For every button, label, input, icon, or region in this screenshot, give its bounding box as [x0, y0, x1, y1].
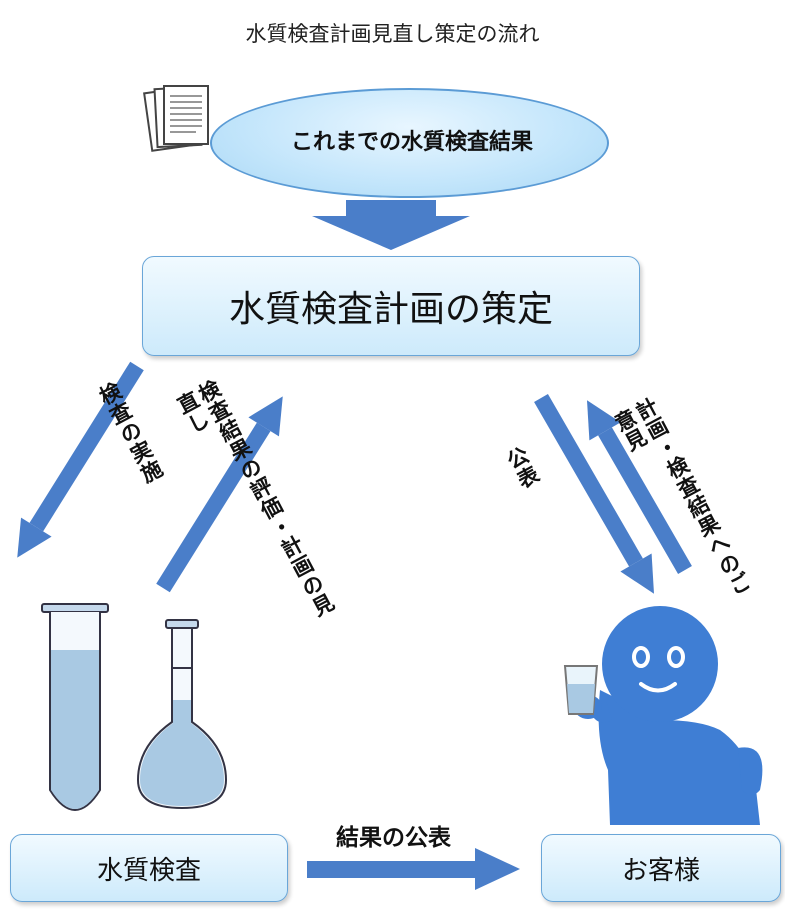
documents-icon — [143, 85, 209, 152]
down-arrow — [312, 200, 470, 250]
water-test-label: 水質検査 — [96, 855, 201, 886]
past-results-label: これまでの水質検査結果 — [290, 130, 533, 155]
arrow-left-down — [17, 361, 144, 558]
arrow-bottom-right — [307, 848, 520, 890]
past-results-ellipse — [210, 88, 609, 198]
arrow-left-up — [156, 396, 283, 593]
bottom-arrow-label: 結果の公表 — [336, 825, 451, 851]
plan-box-label: 水質検査計画の策定 — [228, 289, 553, 330]
test-tube-icon — [41, 603, 109, 811]
customer-box: お客様 — [541, 834, 781, 902]
flask-icon — [136, 619, 228, 810]
arrow-right-up — [587, 400, 692, 574]
arrow-right-down — [534, 394, 654, 594]
diagram-title: 水質検査計画見直し策定の流れ — [245, 22, 540, 46]
customer-figure-icon — [563, 606, 763, 825]
plan-box: 水質検査計画の策定 — [142, 256, 640, 356]
water-test-box: 水質検査 — [10, 834, 288, 902]
customer-label: お客様 — [621, 855, 700, 886]
